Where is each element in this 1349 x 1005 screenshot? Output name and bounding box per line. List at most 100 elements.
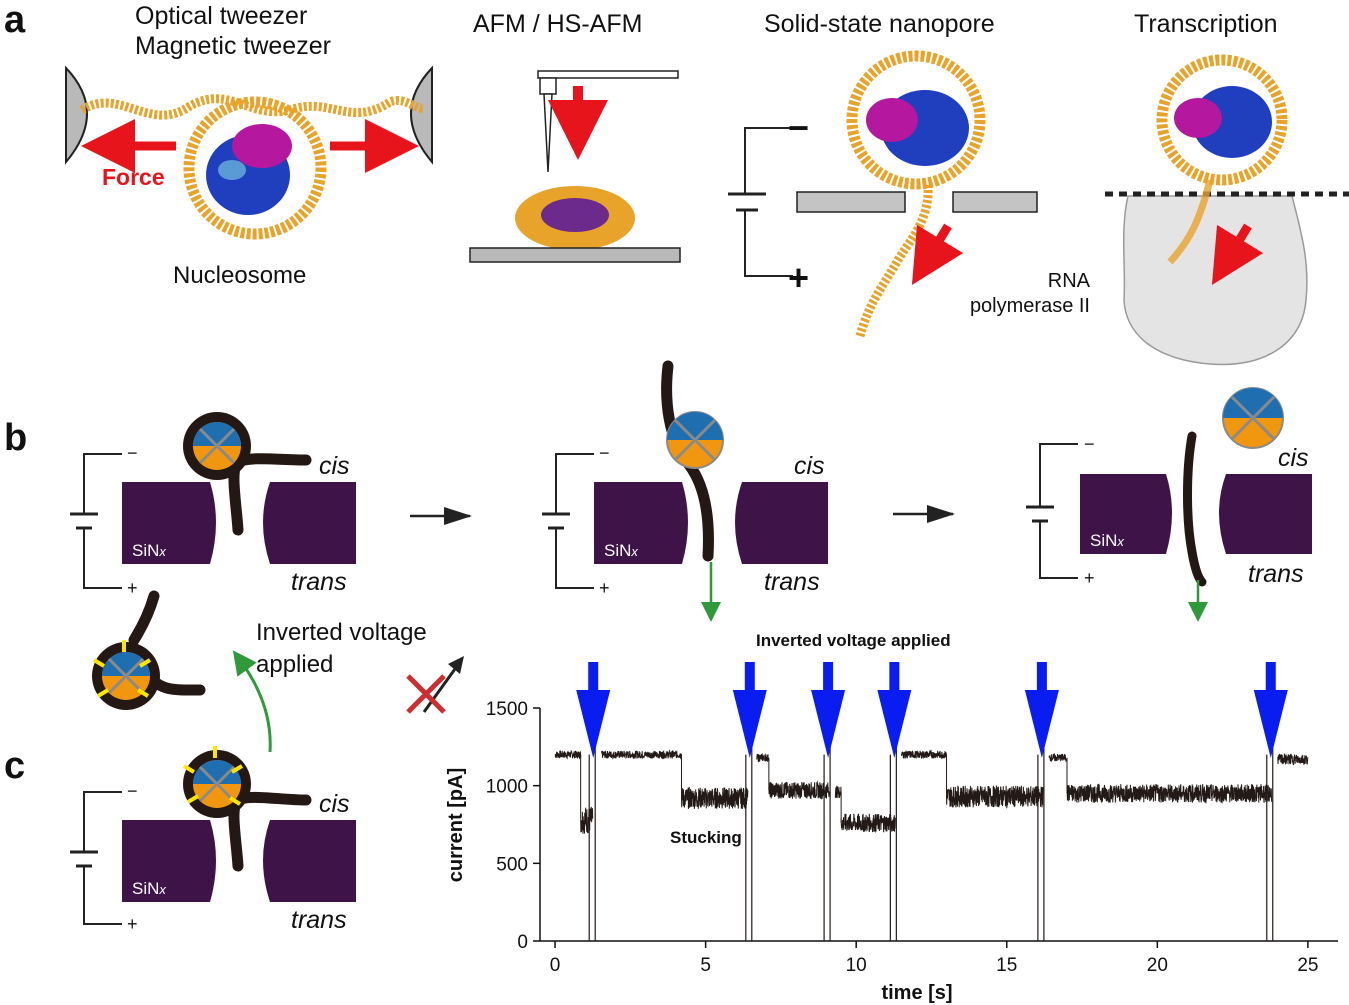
stage1-circuit xyxy=(83,453,122,589)
stage2-minus: − xyxy=(599,443,610,463)
chart-voltage-arrows xyxy=(576,662,1288,758)
chart-x-tick-label: 10 xyxy=(846,955,867,976)
chart-x-axis-title: time [s] xyxy=(881,982,952,1004)
stage3-octamer-cross xyxy=(1230,395,1276,441)
nanopore-panel: Solid-state nanopore − + xyxy=(728,10,1038,338)
chart-voltage-arrow-3 xyxy=(811,662,846,758)
stage1-membrane-left xyxy=(122,482,216,564)
chart-voltage-arrow-2 xyxy=(732,662,767,758)
chart-trace-segment-9 xyxy=(900,749,947,760)
stage-arrow-1-head xyxy=(444,507,472,525)
stage-3: − + SiNx cis trans xyxy=(1026,387,1312,622)
histone-core-lightblue xyxy=(218,160,246,180)
chart-voltage-spike-6 xyxy=(1266,746,1274,941)
stage2-membrane-right xyxy=(735,482,828,564)
forbidden-transition xyxy=(406,656,464,714)
stage1-trans: trans xyxy=(291,568,347,596)
tweezer-panel: Optical tweezer Magnetic tweezer Force N… xyxy=(65,2,433,289)
panel-letter-b: b xyxy=(4,417,27,459)
stage1-octamer-cross xyxy=(198,427,236,465)
nanopore-circuit xyxy=(744,127,793,277)
chart-trace-segment-6 xyxy=(768,780,830,800)
nanopore-minus: − xyxy=(788,107,809,148)
transcription-panel: Transcription RNA polymerase II xyxy=(970,10,1349,366)
stalled-membrane-left xyxy=(122,820,216,902)
stage-1: − + SiNx cis trans xyxy=(70,412,356,598)
chart-annotation-inverted-voltage: Inverted voltage applied xyxy=(756,631,951,650)
stage2-sin-label: SiNx xyxy=(604,541,638,560)
chart-y-axis-title: current [pA] xyxy=(445,768,467,882)
chart-trace-segment-10 xyxy=(946,784,1044,809)
stage1-cis: cis xyxy=(319,452,350,480)
transcription-arrow xyxy=(1211,223,1264,286)
chart-y-tick-label: 500 xyxy=(496,854,528,875)
released-nucleosome xyxy=(92,590,206,710)
stage2-octamer-cross xyxy=(673,418,717,462)
transcription-dna xyxy=(1167,179,1214,265)
stage3-plus: + xyxy=(1084,568,1095,588)
transcription-nucleosome-wrap xyxy=(1156,54,1288,186)
stalled-stage: − + SiNx cis trans xyxy=(70,746,356,934)
chart-voltage-spike-1 xyxy=(588,746,596,941)
nanopore-title: Solid-state nanopore xyxy=(764,10,995,38)
chart-trace-segment-5 xyxy=(756,753,770,763)
chart-voltage-spike-3 xyxy=(823,746,831,941)
force-label: Force xyxy=(102,164,165,190)
stage-arrow-2-head xyxy=(927,505,955,523)
stage3-membrane-left xyxy=(1080,474,1172,554)
stalled-octamer-cross xyxy=(198,765,236,803)
chart-voltage-arrow-1 xyxy=(576,662,611,758)
stage3-sin-label: SiNx xyxy=(1090,531,1124,550)
panel-letter-a: a xyxy=(4,0,26,41)
right-bead xyxy=(410,65,433,165)
chart-trace-segment-1 xyxy=(554,749,582,760)
left-bead xyxy=(65,65,88,165)
released-dna-arm-up xyxy=(128,590,160,646)
chart-x-tick-label: 15 xyxy=(996,955,1017,976)
chart-y-tick-label: 0 xyxy=(517,932,528,953)
chart-trace-segment-13 xyxy=(1277,753,1309,766)
stage1-plus: + xyxy=(127,578,138,598)
stage3-cis: cis xyxy=(1278,444,1309,472)
nanopore-membrane-right xyxy=(952,191,1038,213)
chart-voltage-spike-2 xyxy=(745,746,753,941)
rnap-label-line1: RNA xyxy=(1048,270,1091,292)
stage3-dna xyxy=(1183,431,1207,587)
afm-title: AFM / HS-AFM xyxy=(473,10,642,38)
dna-strand-tweezer xyxy=(79,94,425,120)
rna-polymerase-body xyxy=(1122,195,1308,366)
stalled-plus: + xyxy=(127,914,138,934)
inverted-voltage-line2: applied xyxy=(256,651,333,678)
stage1-minus: − xyxy=(127,443,138,463)
released-octamer-cross xyxy=(107,657,145,695)
nanopore-membrane-left xyxy=(796,191,906,213)
stalled-circuit xyxy=(83,791,122,925)
chart-trace-segment-11 xyxy=(1048,752,1068,763)
chart-trace xyxy=(554,746,1309,941)
histone-core-magenta xyxy=(232,124,292,168)
afm-nucleosome-core xyxy=(541,198,609,232)
stalled-trans: trans xyxy=(291,906,347,934)
stage3-membrane-right xyxy=(1219,474,1312,554)
stage2-plus: + xyxy=(599,578,610,598)
stalled-cis: cis xyxy=(319,790,350,818)
chart-x-tick-label: 0 xyxy=(550,955,561,976)
released-marks xyxy=(92,640,152,698)
panel-letter-c: c xyxy=(4,745,25,787)
afm-cantilever xyxy=(537,70,679,79)
chart-voltage-arrow-6 xyxy=(1253,662,1288,758)
nanopore-arrow xyxy=(911,223,964,286)
chart-voltage-spike-5 xyxy=(1037,746,1045,941)
stage3-circuit xyxy=(1039,443,1078,579)
transcription-title: Transcription xyxy=(1134,10,1278,38)
stage1-sin-label: SiNx xyxy=(132,541,166,560)
chart-trace-segment-8 xyxy=(840,813,896,834)
nanopore-plus: + xyxy=(788,257,809,298)
stage3-trans: trans xyxy=(1248,560,1304,588)
forbidden-arrow xyxy=(422,661,462,713)
transcription-histone-magenta xyxy=(1174,98,1222,138)
nucleosome-label: Nucleosome xyxy=(173,262,306,289)
afm-panel: AFM / HS-AFM xyxy=(469,10,681,263)
